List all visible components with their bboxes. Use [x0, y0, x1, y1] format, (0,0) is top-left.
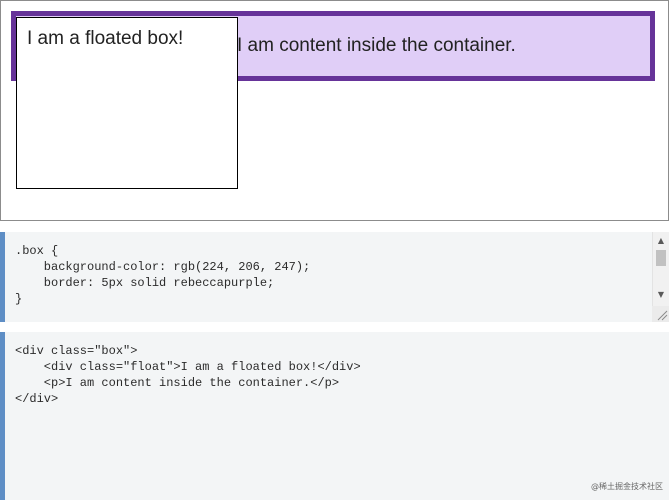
watermark: @稀土掘金技术社区	[591, 482, 663, 491]
css-line: .box {	[15, 244, 59, 258]
html-line: <p>I am content inside the container.</p…	[15, 376, 340, 390]
html-line: </div>	[15, 392, 59, 406]
container-paragraph: I am content inside the container.	[237, 35, 516, 56]
html-line: <div class="box">	[15, 344, 138, 358]
css-code[interactable]: .box { background-color: rgb(224, 206, 2…	[15, 243, 310, 307]
live-preview: I am content inside the container. I am …	[0, 0, 669, 221]
scroll-down-arrow-icon[interactable]: ▼	[657, 290, 665, 299]
floated-box: I am a floated box!	[16, 17, 238, 189]
css-editor[interactable]: .box { background-color: rgb(224, 206, 2…	[0, 232, 669, 322]
floated-box-text: I am a floated box!	[27, 28, 184, 49]
html-editor[interactable]: <div class="box"> <div class="float">I a…	[0, 332, 669, 500]
resize-handle-icon[interactable]	[652, 306, 669, 322]
css-line: background-color: rgb(224, 206, 247);	[15, 260, 311, 274]
scroll-up-arrow-icon[interactable]: ▲	[657, 236, 665, 245]
css-line: }	[15, 292, 23, 306]
html-code[interactable]: <div class="box"> <div class="float">I a…	[15, 343, 361, 407]
css-line: border: 5px solid rebeccapurple;	[15, 276, 275, 290]
css-editor-scrollbar[interactable]: ▲ ▼	[652, 232, 669, 322]
html-line: <div class="float">I am a floated box!</…	[15, 360, 361, 374]
scroll-thumb[interactable]	[656, 250, 666, 266]
